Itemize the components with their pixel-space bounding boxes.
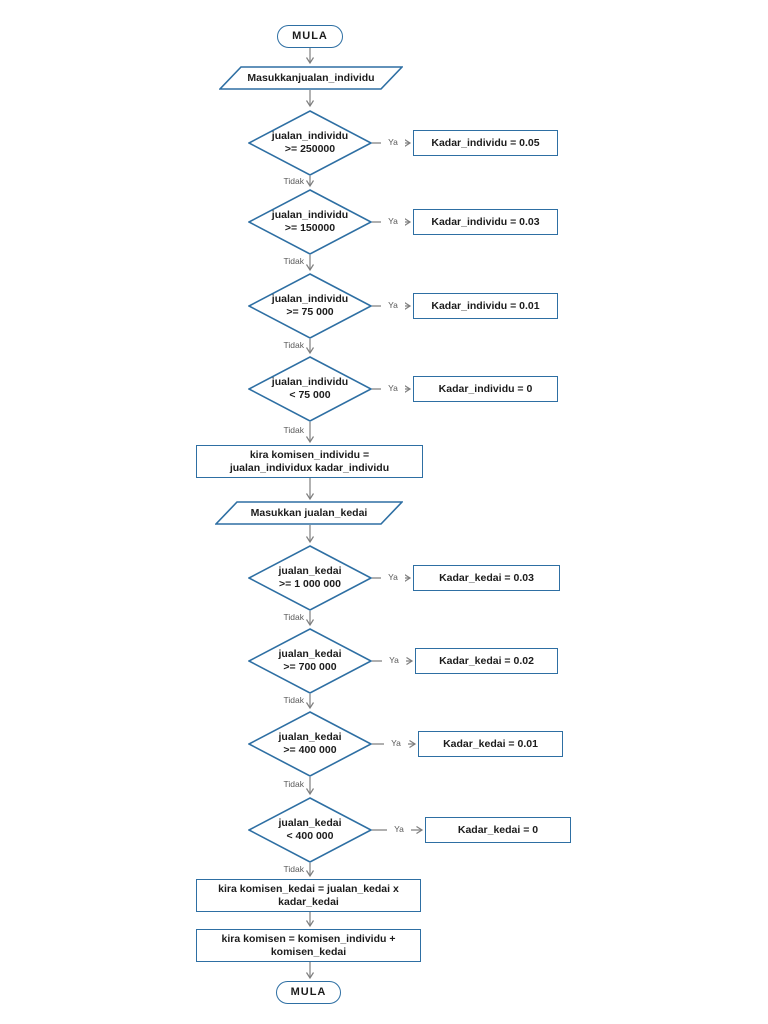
terminal-start-label: MULA bbox=[292, 29, 328, 42]
edge-label-tidak-4: Tidak bbox=[283, 425, 304, 435]
parallelogram-shape bbox=[215, 501, 403, 525]
result-kadar-individu-003: Kadar_individu = 0.03 bbox=[413, 209, 558, 235]
result-kadar-kedai-002: Kadar_kedai = 0.02 bbox=[415, 648, 558, 674]
diamond-shape bbox=[248, 545, 372, 611]
decision-label: jualan_kedai >= 400 000 bbox=[278, 731, 342, 756]
terminal-end: MULA bbox=[276, 981, 341, 1004]
result-kadar-individu-0: Kadar_individu = 0 bbox=[413, 376, 558, 402]
result-kadar-individu-001: Kadar_individu = 0.01 bbox=[413, 293, 558, 319]
diamond-shape bbox=[248, 797, 372, 863]
edge-label-ya-1: Ya bbox=[381, 137, 405, 148]
decision-jualan-kedai-lt400k: jualan_kedai < 400 000 bbox=[248, 797, 372, 863]
decision-label: jualan_kedai < 400 000 bbox=[278, 817, 342, 842]
decision-jualan-kedai-400k: jualan_kedai >= 400 000 bbox=[248, 711, 372, 777]
process-label: kira komisen_individu = jualan_individux… bbox=[229, 448, 390, 474]
result-kadar-kedai-003: Kadar_kedai = 0.03 bbox=[413, 565, 560, 591]
edge-label-tidak-6: Tidak bbox=[283, 695, 304, 705]
diamond-shape bbox=[248, 711, 372, 777]
edge-label-ya-8: Ya bbox=[387, 824, 411, 835]
diamond-shape bbox=[248, 628, 372, 694]
decision-label: jualan_individu < 75 000 bbox=[271, 376, 349, 401]
io-input-jualan-kedai-label: Masukkan jualan_kedai bbox=[250, 506, 368, 519]
edge-label-tidak-3: Tidak bbox=[283, 340, 304, 350]
decision-label: jualan_individu >= 75 000 bbox=[271, 293, 349, 318]
diamond-shape bbox=[248, 356, 372, 422]
process-label: kira komisen = komisen_individu + komise… bbox=[221, 932, 396, 958]
io-input-jualan-individu-label: Masukkanjualan_individu bbox=[247, 71, 375, 84]
decision-jualan-individu-150k: jualan_individu >= 150000 bbox=[248, 189, 372, 255]
decision-jualan-individu-lt75k: jualan_individu < 75 000 bbox=[248, 356, 372, 422]
diamond-shape bbox=[248, 189, 372, 255]
edge-label-ya-7: Ya bbox=[384, 738, 408, 749]
decision-label: jualan_individu >= 150000 bbox=[271, 209, 349, 234]
process-kira-komisen-total: kira komisen = komisen_individu + komise… bbox=[196, 929, 421, 962]
io-input-jualan-individu: Masukkanjualan_individu bbox=[219, 66, 403, 90]
decision-jualan-kedai-700k: jualan_kedai >= 700 000 bbox=[248, 628, 372, 694]
terminal-end-label: MULA bbox=[290, 985, 327, 998]
process-label: kira komisen_kedai = jualan_kedai x kada… bbox=[218, 882, 399, 908]
result-kadar-individu-005: Kadar_individu = 0.05 bbox=[413, 130, 558, 156]
edge-label-tidak-7: Tidak bbox=[283, 779, 304, 789]
edge-label-tidak-8: Tidak bbox=[283, 864, 304, 874]
decision-label: jualan_kedai >= 700 000 bbox=[278, 648, 342, 673]
decision-jualan-kedai-1m: jualan_kedai >= 1 000 000 bbox=[248, 545, 372, 611]
result-kadar-kedai-001: Kadar_kedai = 0.01 bbox=[418, 731, 563, 757]
edge-label-tidak-2: Tidak bbox=[283, 256, 304, 266]
result-kadar-kedai-0: Kadar_kedai = 0 bbox=[425, 817, 571, 843]
diamond-shape bbox=[248, 110, 372, 176]
io-input-jualan-kedai: Masukkan jualan_kedai bbox=[215, 501, 403, 525]
edge-label-ya-4: Ya bbox=[381, 383, 405, 394]
decision-label: jualan_individu >= 250000 bbox=[271, 130, 349, 155]
edge-label-ya-5: Ya bbox=[381, 572, 405, 583]
terminal-start: MULA bbox=[277, 25, 343, 48]
edge-label-ya-6: Ya bbox=[382, 655, 406, 666]
edge-label-tidak-5: Tidak bbox=[283, 612, 304, 622]
edge-label-ya-2: Ya bbox=[381, 216, 405, 227]
process-kira-komisen-individu: kira komisen_individu = jualan_individux… bbox=[196, 445, 423, 478]
decision-jualan-individu-250k: jualan_individu >= 250000 bbox=[248, 110, 372, 176]
parallelogram-shape bbox=[219, 66, 403, 90]
process-kira-komisen-kedai: kira komisen_kedai = jualan_kedai x kada… bbox=[196, 879, 421, 912]
edge-label-tidak-1: Tidak bbox=[283, 176, 304, 186]
diamond-shape bbox=[248, 273, 372, 339]
decision-jualan-individu-75k: jualan_individu >= 75 000 bbox=[248, 273, 372, 339]
edge-label-ya-3: Ya bbox=[381, 300, 405, 311]
decision-label: jualan_kedai >= 1 000 000 bbox=[278, 565, 342, 590]
